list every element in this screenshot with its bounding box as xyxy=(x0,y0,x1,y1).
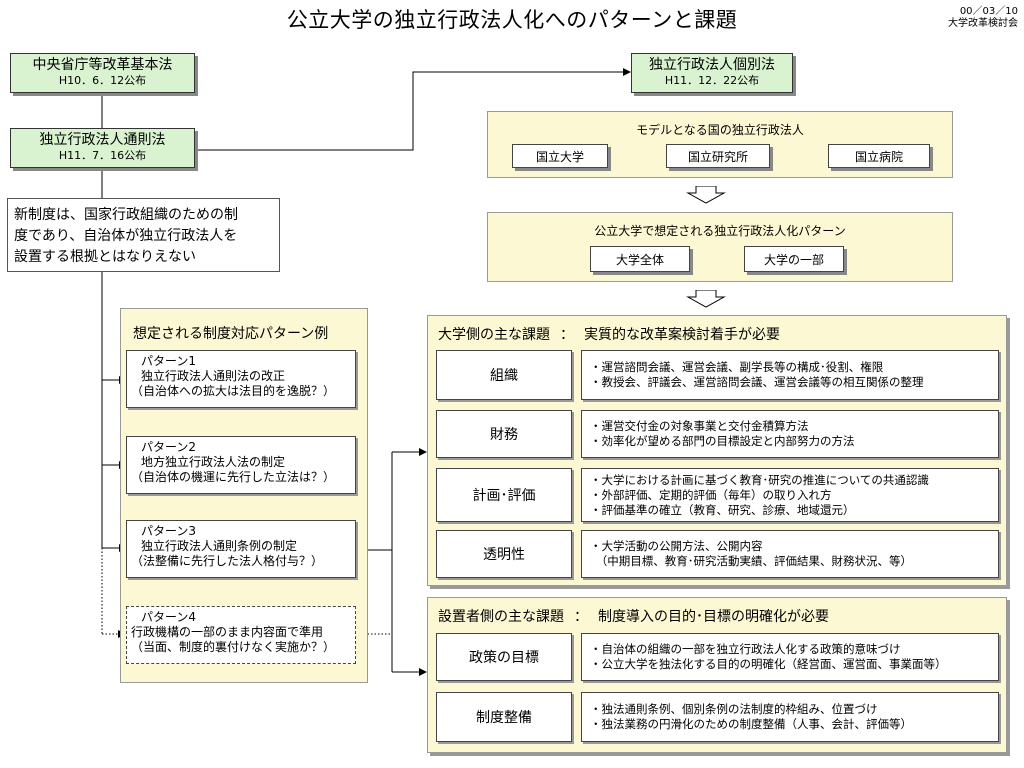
law-general-name: 独立行政法人通則法 xyxy=(39,132,166,148)
models-title: モデルとなる国の独立行政法人 xyxy=(636,123,804,137)
university-issues-subtitle: 実質的な改革案検討着手が必要 xyxy=(584,327,780,343)
pattern-1: パターン1 独立行政法人通則法の改正 （自治体への拡大は法目的を逸脱？） xyxy=(126,350,356,408)
pattern-2: パターン2 地方独立行政法人法の制定 （自治体の機運に先行した立法は？） xyxy=(126,436,356,494)
connector-general-to-individual xyxy=(198,68,631,151)
heading-separator: ： xyxy=(574,609,588,625)
document-date: 00／03／10 xyxy=(959,6,1018,17)
law-general-date: H11．7．16公布 xyxy=(58,149,147,162)
institutional-patterns-title: 想定される制度対応パターン例 xyxy=(133,326,329,342)
issue-item: ・運営諮問会議、運営会議、副学長等の構成･役割、権限 xyxy=(590,360,884,374)
law-general: 独立行政法人通則法 H11．7．16公布 xyxy=(10,128,195,168)
founder-issues-subtitle: 制度導入の目的･目標の明確化が必要 xyxy=(598,609,829,625)
model-item: 国立病院 xyxy=(828,144,930,168)
assumed-patterns-title: 公立大学で想定される独立行政法人化パターン xyxy=(594,224,846,238)
founder-issues-panel: 設置者側の主な課題 ： 制度導入の目的･目標の明確化が必要 政策の目標 ・自治体の組… xyxy=(427,597,1007,753)
university-issues-title: 大学側の主な課題 xyxy=(438,327,550,343)
issue-desc-organization: ・運営諮問会議、運営会議、副学長等の構成･役割、権限 ・教授会、評議会、運営諮問… xyxy=(581,350,999,400)
issue-item: ・教授会、評議会、運営諮問会議、運営会議等の相互関係の整理 xyxy=(590,375,924,389)
issue-label-organization: 組織 xyxy=(436,350,572,400)
issue-desc-finance: ・運営交付金の対象事業と交付金積算方法 ・効率化が望める部門の目標設定と内部努力… xyxy=(581,410,999,458)
model-item: 国立研究所 xyxy=(666,144,770,168)
pattern-name: パターン1 xyxy=(141,354,197,368)
university-issues-panel: 大学側の主な課題 ： 実質的な改革案検討着手が必要 組織 ・運営諮問会議、運営会議、… xyxy=(427,315,1007,586)
pattern-name: パターン3 xyxy=(141,524,197,538)
issue-desc-planning: ・大学における計画に基づく教育･研究の推進についての共通認識 ・外部評価、定期的… xyxy=(581,468,999,522)
assumed-pattern-item: 大学全体 xyxy=(590,246,690,272)
law-central-name: 中央省庁等改革基本法 xyxy=(32,57,173,73)
document-meta: 00／03／10 大学改革検討会 xyxy=(948,6,1018,30)
pattern-4: パターン4 行政機構の一部のまま内容面で準用 （当面、制度的裏付けなく実施か？） xyxy=(126,606,356,664)
issue-item: ・大学における計画に基づく教育･研究の推進についての共通認識 xyxy=(590,472,929,487)
down-arrow-icon xyxy=(686,290,726,308)
issue-desc-transparency: ・大学活動の公開方法、公開内容 （中期目標、教育･研究活動実績、評価結果、財務状… xyxy=(581,530,999,578)
heading-separator: ： xyxy=(560,327,574,343)
pattern-name: パターン4 xyxy=(141,610,197,624)
pattern-line2: （自治体の機運に先行した立法は？） xyxy=(131,470,336,484)
issue-item: ・外部評価、定期的評価（毎年）の取り入れ方 xyxy=(590,487,832,502)
pattern-line1: 独立行政法人通則条例の制定 xyxy=(141,539,298,553)
issue-item: ・大学活動の公開方法、公開内容 xyxy=(590,539,763,553)
pattern-name: パターン2 xyxy=(141,440,197,454)
founder-issues-title: 設置者側の主な課題 xyxy=(438,609,564,625)
pattern-line2: （自治体への拡大は法目的を逸脱？） xyxy=(131,384,336,398)
law-individual-date: H11．12．22公布 xyxy=(664,74,760,87)
issue-item: （中期目標、教育･研究活動実績、評価結果、財務状況、等） xyxy=(590,554,912,568)
note-line: 度であり、自治体が独立行政法人を xyxy=(14,228,238,244)
pattern-line1: 独立行政法人通則法の改正 xyxy=(141,369,286,383)
down-arrow-icon xyxy=(686,186,726,204)
model-item: 国立大学 xyxy=(512,144,608,168)
pattern-line2: （当面、制度的裏付けなく実施か？） xyxy=(131,640,336,654)
issue-label-planning: 計画･評価 xyxy=(436,468,572,522)
issue-item: ・独法業務の円滑化のための制度整備（人事、会計、評価等） xyxy=(590,717,912,731)
issue-item: ・公立大学を独法化する目的の明確化（経営面、運営面、事業面等） xyxy=(590,657,947,671)
law-individual-name: 独立行政法人個別法 xyxy=(649,57,775,73)
assumed-patterns-panel: 公立大学で想定される独立行政法人化パターン 大学全体 大学の一部 xyxy=(487,212,953,282)
pattern-3: パターン3 独立行政法人通則条例の制定 （法整備に先行した法人格付与？） xyxy=(126,520,356,578)
issue-label-transparency: 透明性 xyxy=(436,530,572,578)
issue-label-policy-goal: 政策の目標 xyxy=(436,633,572,681)
law-individual: 独立行政法人個別法 H11．12．22公布 xyxy=(631,53,793,93)
pattern-line2: （法整備に先行した法人格付与？） xyxy=(131,554,324,568)
law-central-date: H10．6．12公布 xyxy=(58,74,147,87)
founder-issues-heading: 設置者側の主な課題 ： 制度導入の目的･目標の明確化が必要 xyxy=(438,606,829,626)
issue-item: ・運営交付金の対象事業と交付金積算方法 xyxy=(590,419,809,433)
models-panel: モデルとなる国の独立行政法人 国立大学 国立研究所 国立病院 xyxy=(487,111,953,178)
issue-label-finance: 財務 xyxy=(436,410,572,458)
issue-item: ・独法通則条例、個別条例の法制度的枠組み、位置づけ xyxy=(590,702,878,716)
issue-item: ・自治体の組織の一部を独立行政法人化する政策的意味づけ xyxy=(590,642,901,656)
issue-desc-policy-goal: ・自治体の組織の一部を独立行政法人化する政策的意味づけ ・公立大学を独法化する目… xyxy=(581,633,999,681)
assumed-pattern-item: 大学の一部 xyxy=(744,246,844,272)
document-org: 大学改革検討会 xyxy=(948,18,1018,29)
issue-item: ・効率化が望める部門の目標設定と内部努力の方法 xyxy=(590,434,855,448)
page-title: 公立大学の独立行政法人化へのパターンと課題 xyxy=(286,8,738,32)
issue-desc-system: ・独法通則条例、個別条例の法制度的枠組み、位置づけ ・独法業務の円滑化のための制… xyxy=(581,692,999,742)
pattern-line1: 地方独立行政法人法の制定 xyxy=(141,455,286,469)
pattern-line1: 行政機構の一部のまま内容面で準用 xyxy=(131,625,324,639)
note-line: 新制度は、国家行政組織のための制 xyxy=(14,207,238,223)
issue-label-system: 制度整備 xyxy=(436,692,572,742)
note-box: 新制度は、国家行政組織のための制 度であり、自治体が独立行政法人を 設置する根拠… xyxy=(7,198,280,272)
university-issues-heading: 大学側の主な課題 ： 実質的な改革案検討着手が必要 xyxy=(438,324,780,344)
issue-item: ・評価基準の確立（教育、研究、診療、地域還元） xyxy=(590,502,855,517)
law-central: 中央省庁等改革基本法 H10．6．12公布 xyxy=(10,53,195,93)
note-line: 設置する根拠とはなりえない xyxy=(14,249,196,265)
